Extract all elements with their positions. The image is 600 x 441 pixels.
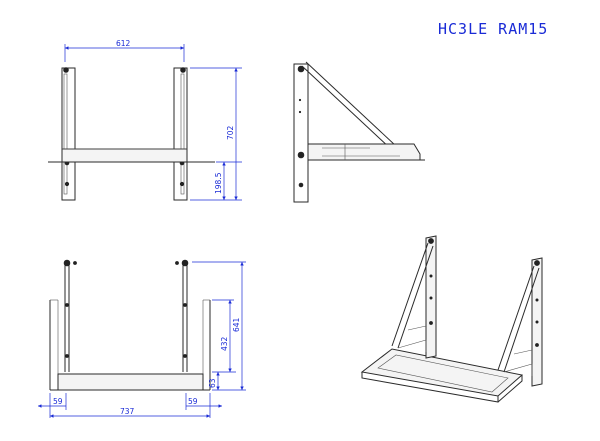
dim-top-height: 702 [226, 125, 235, 140]
front-view-top-dimensions: 612 702 198.5 [64, 39, 242, 201]
dim-bottom-height-mid: 432 [220, 336, 229, 351]
dim-bottom-left-offset: 59 [53, 397, 63, 406]
dim-bottom-height-low: 63 [208, 378, 217, 388]
front-view-bottom [49, 259, 211, 391]
drawing-title: HC3LE RAM15 [438, 20, 548, 38]
dim-top-lower: 198.5 [214, 172, 223, 194]
front-view-top [48, 67, 215, 201]
dim-bottom-right-offset: 59 [188, 397, 198, 406]
dim-bottom-height-total: 641 [232, 317, 241, 332]
front-view-bottom-dimensions: 641 432 63 59 59 737 [38, 261, 246, 418]
dim-top-width: 612 [116, 39, 131, 48]
side-view-top [293, 61, 425, 203]
isometric-view [360, 235, 543, 403]
dim-bottom-width: 737 [120, 407, 135, 416]
